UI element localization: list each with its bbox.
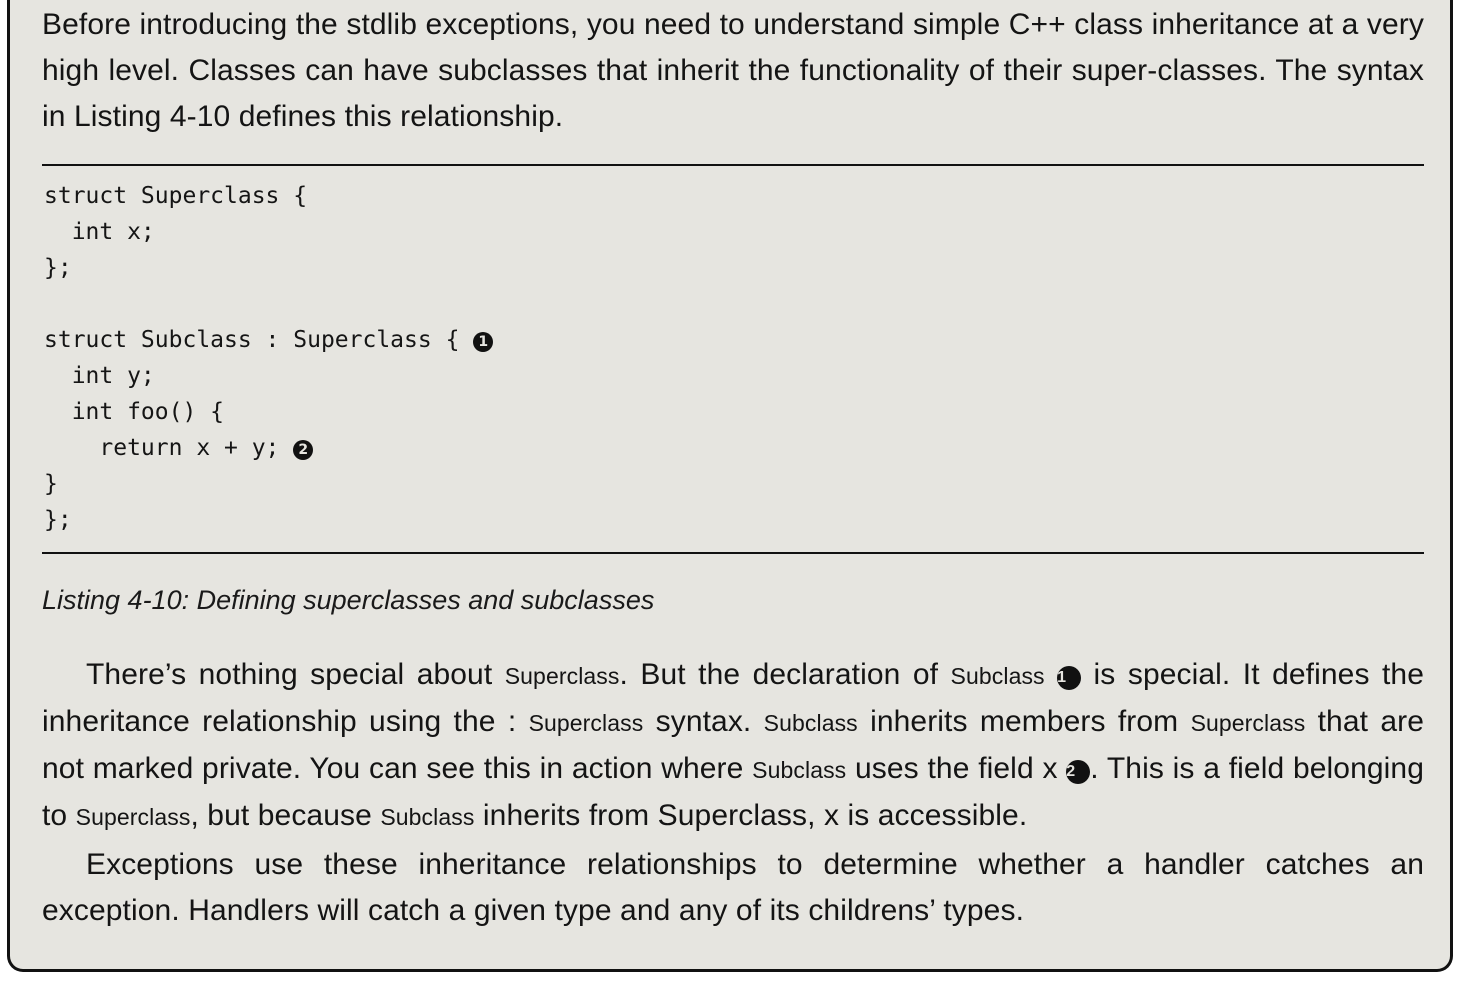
code-line: int x; xyxy=(44,219,155,245)
code-line: } xyxy=(44,471,58,497)
intro-paragraph: Before introducing the stdlib exceptions… xyxy=(42,8,1424,133)
text-run: is special. It defines the inheritance r… xyxy=(42,658,1424,738)
code-line: return x + y; xyxy=(44,435,294,461)
inline-code: Superclass xyxy=(1190,710,1306,736)
callout-2-icon: 2 xyxy=(293,440,314,460)
exceptions-paragraph: Exceptions use these inheritance relatio… xyxy=(42,848,1424,927)
inline-code: Superclass xyxy=(528,710,644,736)
listing-caption: Listing 4-10: Defining superclasses and … xyxy=(42,585,655,615)
text-run: inherits from Superclass, x is accessibl… xyxy=(474,799,1028,832)
book-page: Before introducing the stdlib exceptions… xyxy=(7,0,1453,972)
callout-1-icon: 1 xyxy=(473,332,494,352)
inline-code: Superclass xyxy=(75,804,191,830)
code-listing: struct Superclass { int x; }; struct Sub… xyxy=(44,178,494,538)
code-line: struct Subclass : Superclass { xyxy=(44,327,474,353)
inline-code: Subclass xyxy=(380,804,475,830)
text-run: inherits members from xyxy=(857,705,1191,738)
inline-code: Subclass xyxy=(763,710,858,736)
text-run: , but because xyxy=(190,799,381,832)
callout-2-icon: 2 xyxy=(1066,760,1091,784)
listing-top-rule xyxy=(42,164,1424,166)
code-line: }; xyxy=(44,507,72,533)
text-run: There’s nothing special about xyxy=(86,658,505,691)
text-run: that are not marked private. You can see… xyxy=(42,705,1425,785)
text-run: . This is a field belonging to xyxy=(42,752,1424,832)
callout-1-icon: 1 xyxy=(1057,666,1082,690)
inline-code: Subclass xyxy=(752,757,847,783)
listing-bottom-rule xyxy=(42,552,1424,554)
text-run: syntax. xyxy=(643,705,764,738)
inline-code: Superclass xyxy=(504,663,620,689)
code-line: int y; xyxy=(44,363,155,389)
text-run: . But the declaration of xyxy=(619,658,951,691)
code-line: struct Superclass { xyxy=(44,183,308,209)
explanation-paragraph: There’s nothing special about Superclass… xyxy=(42,652,1424,840)
code-line: }; xyxy=(44,255,72,281)
text-run: uses the field x xyxy=(846,752,1067,785)
code-line: int foo() { xyxy=(44,399,225,425)
inline-code: Subclass xyxy=(950,663,1045,689)
